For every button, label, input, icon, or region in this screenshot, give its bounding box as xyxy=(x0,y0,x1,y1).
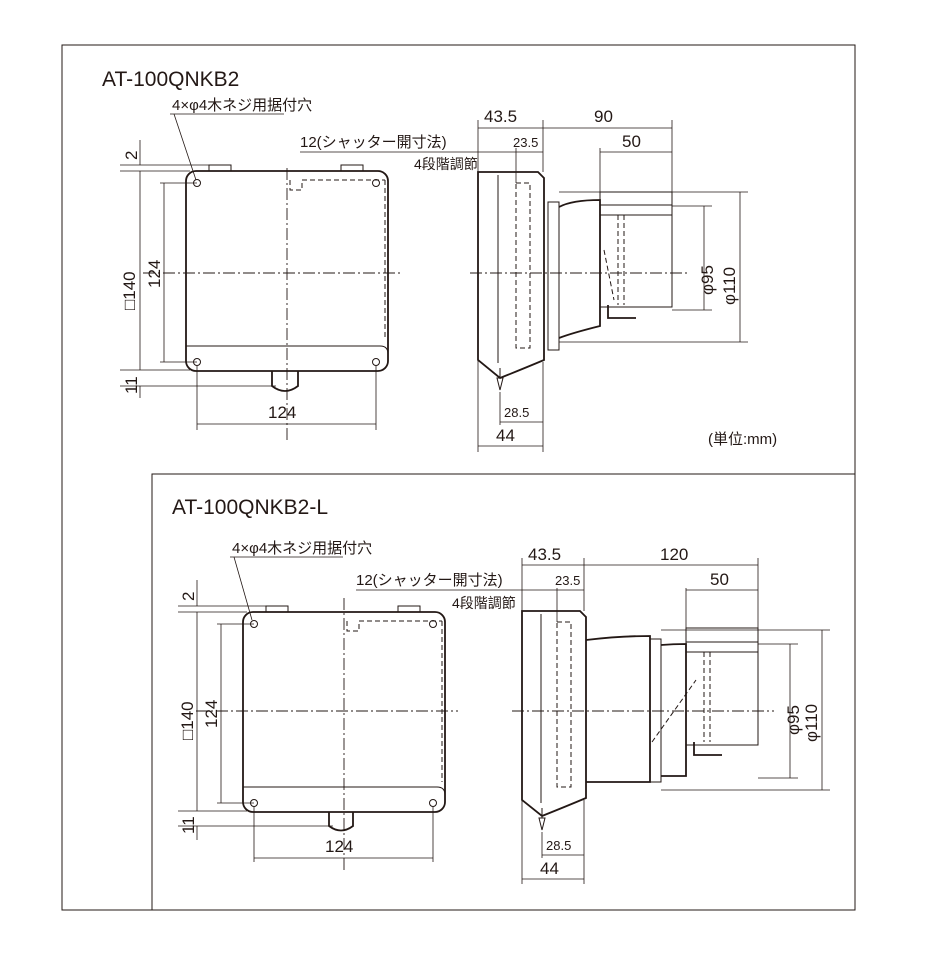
bottom-front-dims: 2 □140 124 11 124 xyxy=(178,580,434,862)
bottom-dim-11: 11 xyxy=(179,816,198,834)
bottom-dim-2: 2 xyxy=(179,592,198,601)
bottom-dim-28-5: 28.5 xyxy=(546,838,571,853)
bottom-side-dims: 43.5 120 23.5 50 12(シャッター開寸法) 4段階調節 φ95 … xyxy=(356,545,830,884)
top-dim-phi110: φ110 xyxy=(720,267,739,305)
bottom-dim-43-5: 43.5 xyxy=(528,545,561,564)
top-dim-v124: 124 xyxy=(145,260,164,288)
bottom-dim-square-140: □140 xyxy=(178,701,197,740)
top-front-dims: 2 □140 124 11 124 xyxy=(120,140,377,430)
top-dim-90: 90 xyxy=(594,107,613,126)
top-dim-50: 50 xyxy=(622,132,641,151)
bottom-step-note: 4段階調節 xyxy=(452,595,516,611)
bottom-dim-120: 120 xyxy=(660,545,688,564)
bottom-dim-phi110: φ110 xyxy=(802,704,821,742)
bottom-dim-h124: 124 xyxy=(325,837,353,856)
top-front-view: 4×φ4木ネジ用据付穴 xyxy=(143,97,400,440)
outer-frame xyxy=(61,44,856,911)
top-screw-note: 4×φ4木ネジ用据付穴 xyxy=(172,97,312,114)
top-dim-44: 44 xyxy=(496,426,515,445)
bottom-screw-note: 4×φ4木ネジ用据付穴 xyxy=(232,540,372,557)
bottom-front-view: 4×φ4木ネジ用据付穴 xyxy=(196,540,458,870)
inner-frame-l-model xyxy=(151,473,856,911)
bottom-model-title: AT-100QNKB2-L xyxy=(172,496,328,519)
bottom-shutter-note: 12(シャッター開寸法) xyxy=(356,572,503,589)
top-dim-phi95: φ95 xyxy=(698,265,717,295)
bottom-dim-v124: 124 xyxy=(202,700,221,728)
top-dim-square-140: □140 xyxy=(120,271,139,310)
top-dim-2: 2 xyxy=(122,151,141,160)
top-model-title: AT-100QNKB2 xyxy=(102,68,239,91)
top-side-view xyxy=(470,171,690,391)
unit-note: (単位:mm) xyxy=(708,431,777,448)
top-side-dims: 43.5 90 23.5 50 12(シャッター開寸法) 4段階調節 φ95 φ… xyxy=(300,107,748,452)
bottom-dim-44: 44 xyxy=(540,859,559,878)
top-dim-28-5: 28.5 xyxy=(504,405,529,420)
bottom-dim-50: 50 xyxy=(710,570,729,589)
top-dim-43-5: 43.5 xyxy=(484,107,517,126)
bottom-side-view xyxy=(512,610,774,831)
top-dim-h124: 124 xyxy=(268,403,296,422)
top-step-note: 4段階調節 xyxy=(414,156,478,172)
top-dim-23-5: 23.5 xyxy=(513,135,538,150)
top-dim-11: 11 xyxy=(122,376,141,394)
top-shutter-note: 12(シャッター開寸法) xyxy=(300,134,447,151)
bottom-drawing: AT-100QNKB2-L 4×φ4木ネジ用据付穴 xyxy=(172,496,830,884)
bottom-dim-23-5: 23.5 xyxy=(555,573,580,588)
bottom-dim-phi95: φ95 xyxy=(784,705,803,735)
top-drawing: AT-100QNKB2 4×φ4木ネジ用据付穴 xyxy=(102,68,777,452)
